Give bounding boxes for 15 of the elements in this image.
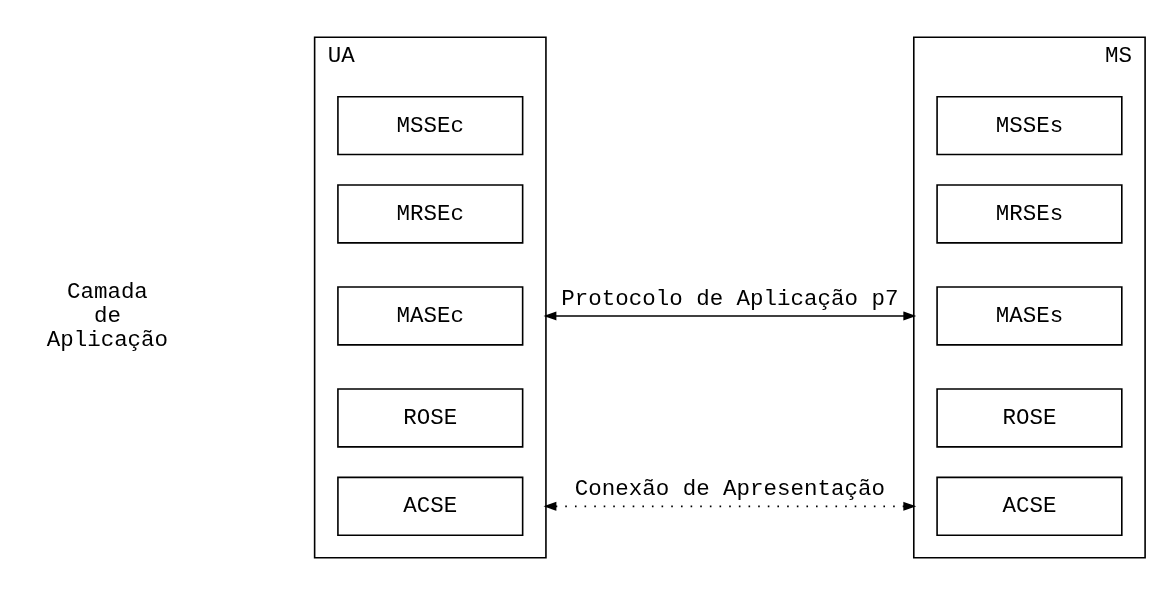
node-box: MSSEs xyxy=(936,95,1123,155)
node-box: ACSE xyxy=(337,476,524,536)
arrow xyxy=(543,501,917,511)
arrow xyxy=(543,310,917,320)
node-box: ROSE xyxy=(337,387,524,448)
node-box: ROSE xyxy=(936,387,1123,448)
node-box: MRSEc xyxy=(337,183,524,244)
node-box: MRSEs xyxy=(936,183,1123,244)
edge-label: Protocolo de Aplicação p7 xyxy=(561,285,899,312)
node-box: ACSE xyxy=(936,476,1123,536)
node-box: MASEs xyxy=(936,285,1123,346)
edge-label: Conexão de Apresentação xyxy=(574,475,885,502)
node-box: MSSEc xyxy=(337,95,524,155)
label: Camada de Aplicação xyxy=(46,278,169,353)
node-box: MASEc xyxy=(337,285,524,346)
